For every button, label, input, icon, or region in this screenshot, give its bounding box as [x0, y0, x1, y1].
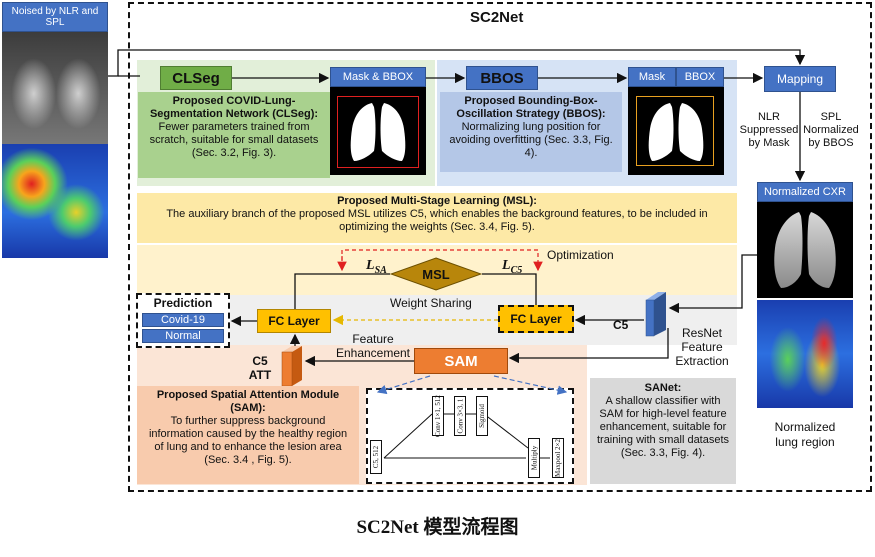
sanet-body: A shallow classifier with SAM for high-l…	[596, 395, 730, 459]
weight-sharing-label: Weight Sharing	[390, 296, 472, 310]
sc2net-title: SC2Net	[470, 9, 524, 26]
mapping-note-left: NLR Suppressed by Mask	[739, 111, 799, 149]
l-sa-label: LSA	[366, 258, 387, 276]
mask-bbox-image	[330, 87, 426, 175]
input-heatmap-image	[2, 144, 108, 258]
sam-detail-lines	[383, 413, 550, 459]
clseg-desc-body: Fewer parameters trained from scratch, s…	[149, 121, 319, 159]
mapping-box: Mapping	[764, 66, 836, 92]
sam-block-multiply: Multiply	[528, 438, 540, 478]
input-cxr-image	[2, 32, 108, 144]
normalized-cxr-image	[757, 202, 853, 298]
sc2net-frame	[128, 2, 872, 492]
msl-diamond	[390, 257, 482, 291]
sam-block-conv3: Conv 3×3, 1	[454, 396, 466, 436]
msl-desc-title: Proposed Multi-Stage Learning (MSL):	[337, 195, 537, 207]
sam-block-c5: C5, 512	[370, 440, 382, 474]
input-label: Noised by NLR and SPL	[2, 2, 108, 32]
clseg-description: Proposed COVID-Lung-Segmentation Network…	[138, 92, 330, 178]
sanet-description: SANet: A shallow classifier with SAM for…	[590, 378, 736, 484]
prediction-panel: Prediction Covid-19 Normal	[136, 293, 230, 348]
clseg-tag: CLSeg	[160, 66, 232, 90]
sam-desc-body: To further suppress background informati…	[148, 415, 348, 466]
c5-att-label: C5 ATT	[248, 354, 272, 382]
msl-description: Proposed Multi-Stage Learning (MSL): The…	[137, 193, 737, 243]
normalized-cxr-label: Normalized CXR	[757, 182, 853, 202]
fc-layer-right: FC Layer	[498, 305, 574, 333]
sam-block-conv1: Conv 1×1, 512	[432, 395, 444, 437]
prediction-class-normal: Normal	[142, 329, 224, 343]
sam-block-maxpool: Maxpool 2×2	[552, 438, 564, 478]
resnet-label: ResNet Feature Extraction	[675, 326, 729, 368]
optimization-label: Optimization	[547, 248, 614, 262]
bbos-desc-title: Proposed Bounding-Box-Oscillation Strate…	[456, 95, 606, 120]
mapping-note-right: SPL Normalized by BBOS	[803, 111, 859, 149]
prediction-title: Prediction	[153, 296, 213, 310]
sam-block-sigmoid: Sigmoid	[476, 396, 488, 436]
sam-tag: SAM	[414, 348, 508, 374]
feature-enhancement-label: Feature Enhancement	[335, 332, 411, 360]
fc-layer-left: FC Layer	[257, 309, 331, 333]
prediction-class-covid: Covid-19	[142, 313, 224, 327]
mask-bbox-label: Mask & BBOX	[330, 67, 426, 87]
c5-block	[645, 292, 666, 337]
c5-label: C5	[613, 318, 629, 332]
sanet-title: SANet:	[644, 382, 682, 394]
sam-description: Proposed Spatial Attention Module (SAM):…	[137, 386, 359, 484]
bbos-mask-image	[628, 87, 724, 175]
normalized-lung-heatmap	[757, 300, 853, 408]
sam-desc-title: Proposed Spatial Attention Module (SAM):	[156, 389, 340, 414]
msl-diamond-label: MSL	[422, 266, 450, 282]
bbos-tag: BBOS	[466, 66, 538, 90]
normalized-lung-label: Normalized lung region	[774, 420, 836, 449]
msl-desc-body: The auxiliary branch of the proposed MSL…	[166, 208, 708, 233]
clseg-desc-title: Proposed COVID-Lung-Segmentation Network…	[149, 95, 319, 120]
mask-label: Mask	[628, 67, 676, 87]
l-c5-label: LC5	[502, 258, 523, 276]
bbox-label: BBOX	[676, 67, 724, 87]
bbos-description: Proposed Bounding-Box-Oscillation Strate…	[440, 92, 622, 172]
bbos-desc-body: Normalizing lung position for avoiding o…	[449, 121, 613, 159]
figure-caption: SC2Net 模型流程图	[356, 517, 519, 538]
